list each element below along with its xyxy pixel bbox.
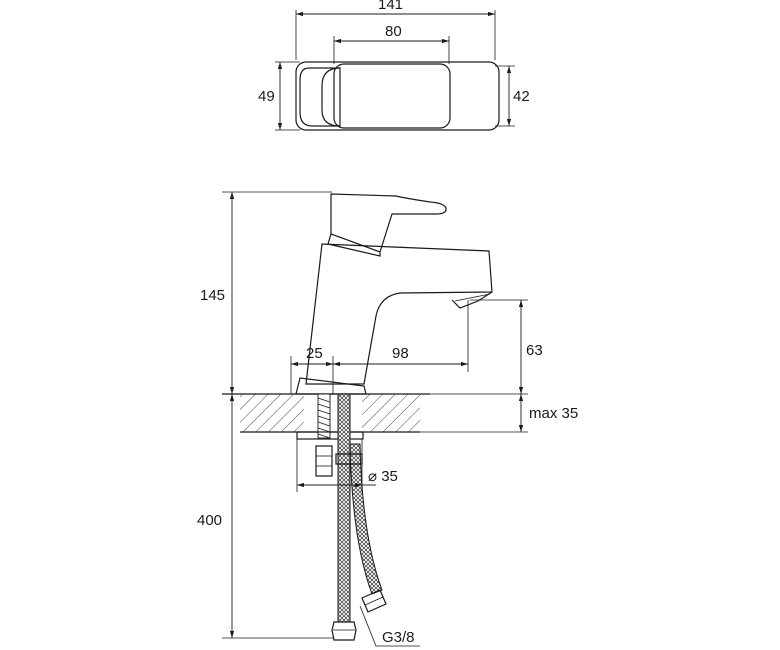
- dim-label-400: 400: [197, 512, 222, 529]
- countertop-left: [240, 394, 304, 432]
- dim-label-25: 25: [306, 345, 323, 362]
- lever-joint: [327, 233, 381, 257]
- hose-fitting-bent: [361, 589, 387, 613]
- dim-label-63: 63: [526, 342, 543, 359]
- dim-label-49: 49: [258, 88, 275, 105]
- dim-label-98: 98: [392, 345, 409, 362]
- hose-bent: [349, 443, 383, 595]
- dim-label-80: 80: [385, 23, 402, 40]
- top-view: 141 80 49 42: [258, 0, 530, 131]
- dim-label-141: 141: [378, 0, 403, 13]
- dim-label-max35: max 35: [529, 405, 578, 422]
- faucet-body: [305, 243, 493, 385]
- leader-g38: [359, 605, 377, 647]
- countertop-right: [362, 394, 420, 432]
- top-view-base-outline: [295, 61, 500, 131]
- dim-label-42: 42: [513, 88, 530, 105]
- label-g38: G3/8: [382, 629, 415, 646]
- spout-outlet: [451, 291, 493, 309]
- hose-straight: [337, 393, 351, 623]
- top-view-handle-lever: [333, 63, 451, 129]
- hose-fitting-straight: [331, 621, 357, 641]
- dim-label-145: 145: [200, 287, 225, 304]
- mounting-washer: [296, 431, 364, 440]
- top-view-handle-rear: [299, 67, 341, 127]
- dim-label-diameter35: ⌀ 35: [368, 468, 398, 485]
- lever-handle: [330, 193, 447, 253]
- top-view-handle-middle: [321, 67, 341, 127]
- side-view: 145 400 25 98 63 max 35 ⌀ 35 G3/8: [197, 191, 578, 647]
- mounting-nut: [315, 445, 333, 477]
